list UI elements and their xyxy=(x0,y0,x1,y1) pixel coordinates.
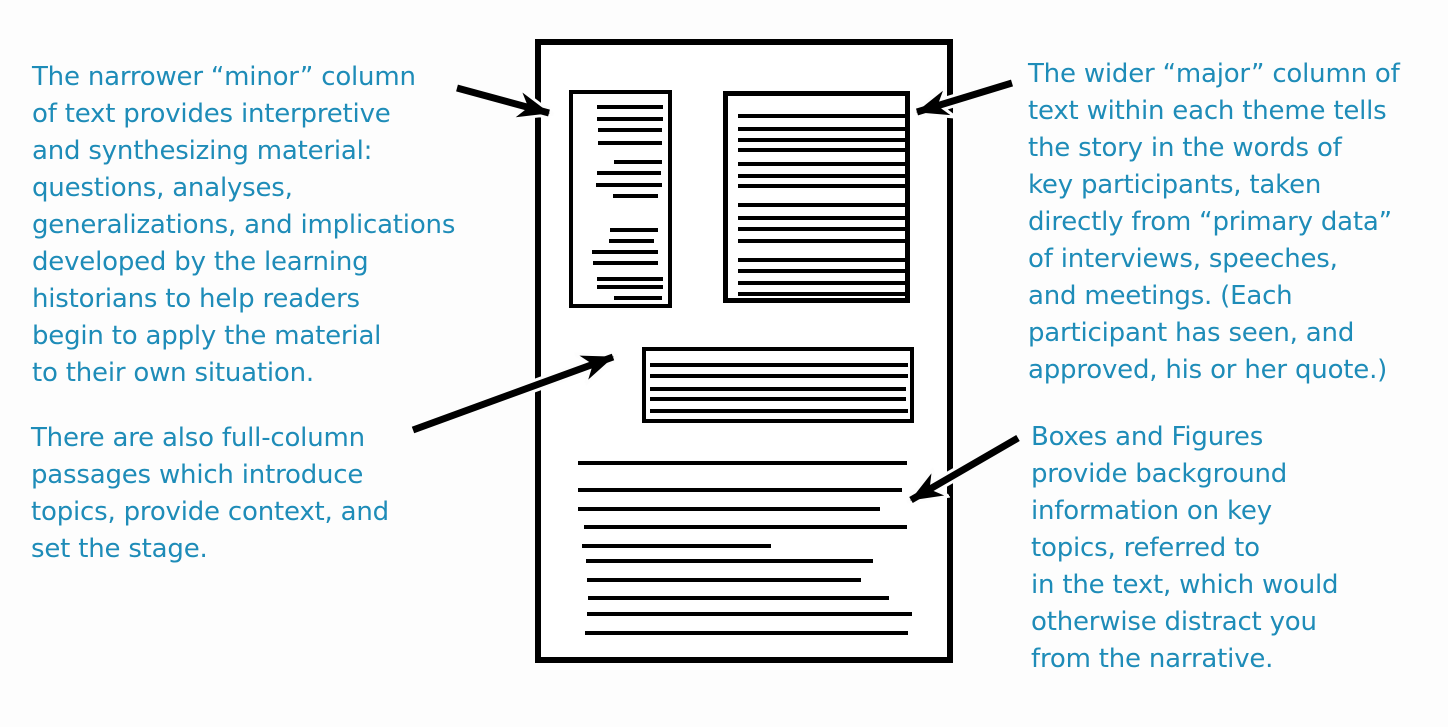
placeholder-text-line xyxy=(593,261,658,265)
placeholder-text-line xyxy=(597,105,663,109)
placeholder-text-line xyxy=(613,194,658,198)
annotation-major-column: The wider “major” column of text within … xyxy=(1028,59,1400,385)
placeholder-text-line xyxy=(584,525,907,529)
placeholder-text-line xyxy=(596,183,662,187)
placeholder-text-line xyxy=(578,507,880,511)
placeholder-text-line xyxy=(592,250,658,254)
placeholder-text-line xyxy=(598,128,662,132)
placeholder-text-line xyxy=(614,296,662,300)
placeholder-text-line xyxy=(614,160,662,164)
placeholder-text-line xyxy=(650,374,908,378)
placeholder-text-line xyxy=(738,258,905,262)
placeholder-text-line xyxy=(597,171,661,175)
placeholder-text-line xyxy=(597,117,663,121)
placeholder-text-line xyxy=(582,544,771,548)
placeholder-text-line xyxy=(610,228,658,232)
placeholder-text-line xyxy=(738,162,905,166)
major-column-box xyxy=(723,91,910,303)
placeholder-text-line xyxy=(738,269,905,273)
placeholder-text-line xyxy=(578,461,907,465)
annotation-full-column: There are also full-column passages whic… xyxy=(31,423,389,564)
placeholder-text-line xyxy=(650,397,906,401)
placeholder-text-line xyxy=(738,216,905,220)
placeholder-text-line xyxy=(738,127,905,131)
placeholder-text-line xyxy=(738,114,905,118)
placeholder-text-line xyxy=(738,148,905,152)
placeholder-text-line xyxy=(738,292,905,296)
annotation-minor-column: The narrower “minor” column of text prov… xyxy=(32,62,456,388)
placeholder-text-line xyxy=(738,184,905,188)
placeholder-text-line xyxy=(587,578,861,582)
placeholder-text-line xyxy=(650,387,906,391)
placeholder-text-line xyxy=(738,281,905,285)
minor-column-box xyxy=(569,90,672,308)
placeholder-text-line xyxy=(598,141,662,145)
placeholder-text-line xyxy=(578,488,902,492)
placeholder-text-line xyxy=(738,239,905,243)
placeholder-text-line xyxy=(597,277,663,281)
placeholder-text-line xyxy=(650,363,908,367)
placeholder-text-line xyxy=(738,174,905,178)
placeholder-text-line xyxy=(588,596,889,600)
placeholder-text-line xyxy=(738,227,905,231)
placeholder-text-line xyxy=(738,203,905,207)
placeholder-text-line xyxy=(587,612,912,616)
placeholder-text-line xyxy=(650,409,908,413)
placeholder-text-line xyxy=(585,631,908,635)
placeholder-text-line xyxy=(738,138,905,142)
annotation-boxes-figures: Boxes and Figures provide background inf… xyxy=(1031,422,1339,674)
placeholder-text-line xyxy=(586,559,873,563)
page-mockup xyxy=(535,39,953,663)
placeholder-text-line xyxy=(597,285,663,289)
placeholder-text-line xyxy=(609,239,654,243)
